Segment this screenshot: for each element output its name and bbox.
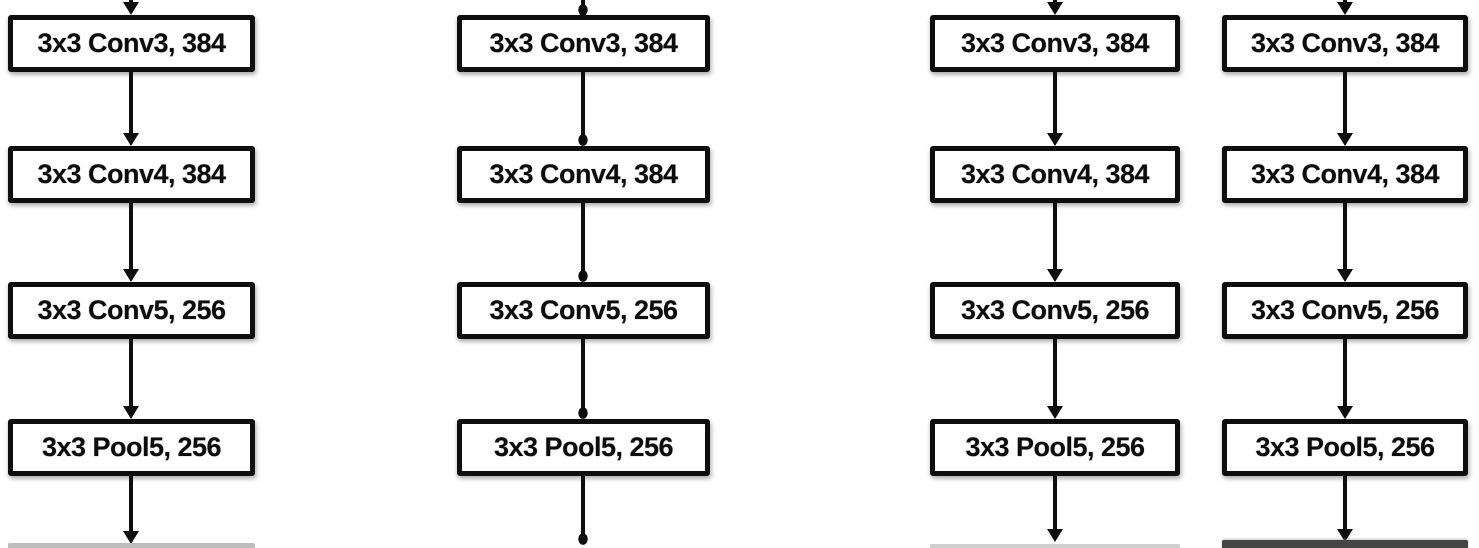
- arrow-down-icon: [123, 531, 139, 544]
- arrow-down-icon: [123, 133, 139, 146]
- next-box-top-edge: [1222, 540, 1468, 548]
- arrow-line: [1343, 0, 1347, 4]
- arrow-line: [1053, 203, 1057, 270]
- arrow-line: [1343, 72, 1347, 134]
- layer-box-conv5: 3x3 Conv5, 256: [930, 282, 1180, 339]
- arrow-line: [1053, 339, 1057, 407]
- layer-label: 3x3 Conv4, 384: [1250, 159, 1440, 189]
- arrow-dot-icon: [578, 270, 588, 282]
- layer-label: 3x3 Conv5, 256: [489, 295, 678, 325]
- arrow-line: [581, 72, 585, 138]
- layer-label: 3x3 Pool5, 256: [1255, 432, 1435, 462]
- layer-label: 3x3 Conv5, 256: [37, 295, 226, 325]
- layer-label: 3x3 Conv4, 384: [489, 159, 678, 189]
- layer-box-conv3: 3x3 Conv3, 384: [457, 15, 710, 72]
- arrow-line: [1053, 476, 1057, 530]
- arrow-down-icon: [123, 269, 139, 282]
- layer-label: 3x3 Pool5, 256: [41, 432, 222, 462]
- arrow-line: [1343, 203, 1347, 270]
- layer-box-pool5: 3x3 Pool5, 256: [1222, 419, 1468, 476]
- arrow-line: [129, 72, 133, 134]
- arrow-dot-icon: [578, 4, 588, 16]
- arrow-line: [581, 203, 585, 274]
- layer-label: 3x3 Pool5, 256: [493, 432, 674, 462]
- arrow-down-icon: [1047, 406, 1063, 419]
- layer-label: 3x3 Conv5, 256: [960, 295, 1150, 325]
- arrow-dot-icon: [578, 533, 588, 545]
- layer-box-conv4: 3x3 Conv4, 384: [930, 146, 1180, 203]
- arrow-down-icon: [123, 2, 139, 15]
- next-box-top-edge: [930, 544, 1180, 548]
- arrow-down-icon: [1337, 406, 1353, 419]
- layer-label: 3x3 Conv3, 384: [1250, 28, 1440, 58]
- arrow-line: [129, 339, 133, 407]
- layer-box-pool5: 3x3 Pool5, 256: [930, 419, 1180, 476]
- arrow-down-icon: [123, 406, 139, 419]
- arrow-line: [1053, 0, 1057, 4]
- layer-label: 3x3 Conv4, 384: [37, 159, 226, 189]
- arrow-line: [581, 0, 585, 8]
- arrow-down-icon: [1047, 133, 1063, 146]
- layer-label: 3x3 Conv5, 256: [1250, 295, 1440, 325]
- arrow-down-icon: [1337, 133, 1353, 146]
- layer-label: 3x3 Conv3, 384: [37, 28, 226, 58]
- layer-box-conv3: 3x3 Conv3, 384: [930, 15, 1180, 72]
- arrow-line: [581, 476, 585, 536]
- layer-label: 3x3 Conv3, 384: [960, 28, 1150, 58]
- arrow-line: [1053, 72, 1057, 134]
- arrow-down-icon: [1047, 2, 1063, 15]
- layer-box-conv3: 3x3 Conv3, 384: [1222, 15, 1468, 72]
- arrow-line: [581, 339, 585, 411]
- layer-box-conv5: 3x3 Conv5, 256: [457, 282, 710, 339]
- arrow-down-icon: [1337, 529, 1353, 542]
- layer-box-conv5: 3x3 Conv5, 256: [8, 282, 255, 339]
- arrow-dot-icon: [578, 407, 588, 419]
- arrow-down-icon: [1047, 269, 1063, 282]
- arrow-line: [129, 476, 133, 532]
- layer-label: 3x3 Conv3, 384: [489, 28, 678, 58]
- layer-box-conv4: 3x3 Conv4, 384: [8, 146, 255, 203]
- layer-box-pool5: 3x3 Pool5, 256: [8, 419, 255, 476]
- arrow-line: [129, 0, 133, 4]
- layer-box-conv5: 3x3 Conv5, 256: [1222, 282, 1468, 339]
- layer-box-conv4: 3x3 Conv4, 384: [1222, 146, 1468, 203]
- arrow-line: [1343, 476, 1347, 532]
- arrow-dot-icon: [578, 134, 588, 146]
- layer-box-conv3: 3x3 Conv3, 384: [8, 15, 255, 72]
- arrow-down-icon: [1337, 2, 1353, 15]
- next-box-top-edge: [8, 543, 255, 548]
- layer-box-pool5: 3x3 Pool5, 256: [457, 419, 710, 476]
- arrow-down-icon: [1047, 529, 1063, 542]
- arrow-line: [1343, 339, 1347, 407]
- arrow-line: [129, 203, 133, 270]
- layer-box-conv4: 3x3 Conv4, 384: [457, 146, 710, 203]
- layer-label: 3x3 Conv4, 384: [960, 159, 1150, 189]
- arrow-down-icon: [1337, 269, 1353, 282]
- layer-label: 3x3 Pool5, 256: [965, 432, 1145, 462]
